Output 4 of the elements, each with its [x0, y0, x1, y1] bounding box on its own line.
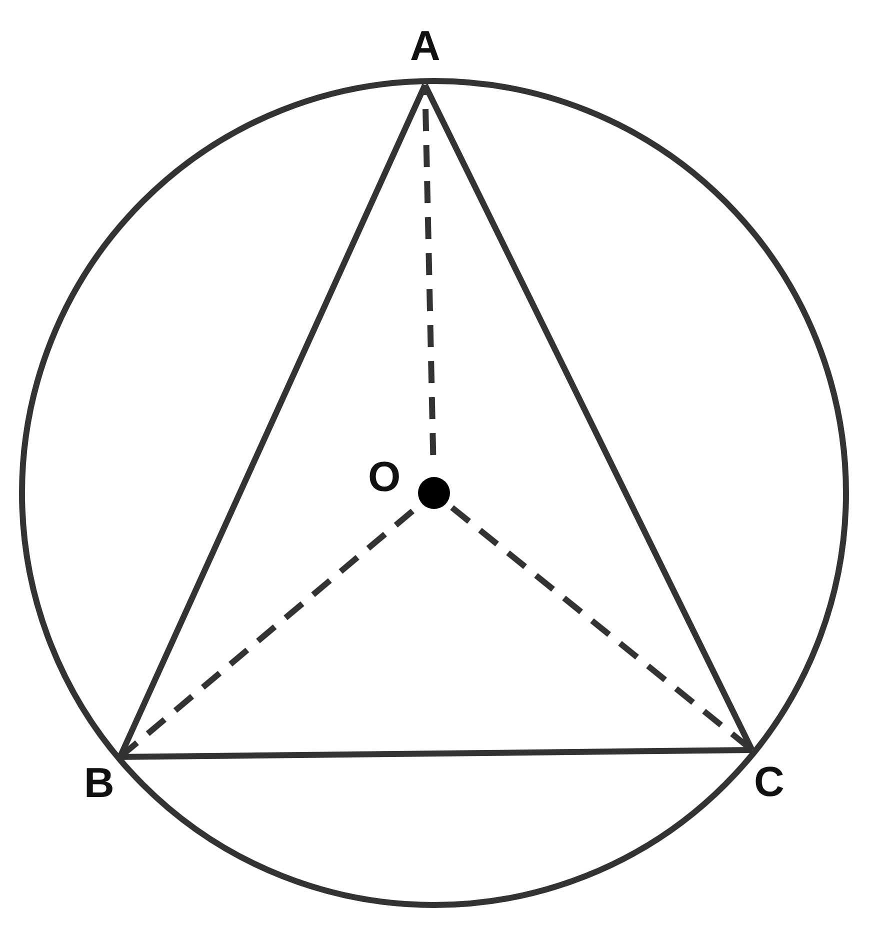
point-label: O: [368, 455, 401, 499]
point-label: A: [410, 24, 440, 68]
point-label: B: [84, 761, 114, 805]
point-label: C: [754, 760, 784, 804]
